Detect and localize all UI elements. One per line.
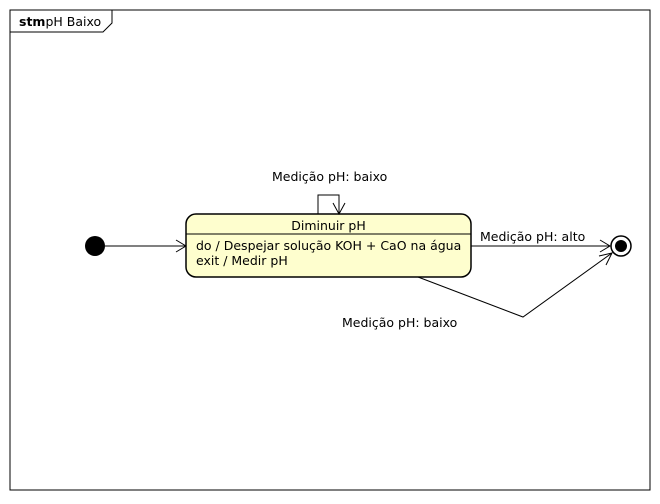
state-name: Diminuir pH [291, 218, 366, 233]
frame-tab [9, 10, 113, 33]
self-loop-transition [317, 194, 340, 214]
state-do-action: do / Despejar solução KOH + CaO na água [196, 238, 461, 253]
final-state-inner [615, 240, 627, 252]
lower-label: Medição pH: baixo [342, 315, 457, 330]
self-loop-label: Medição pH: baixo [272, 169, 387, 184]
lower-transition [417, 252, 613, 318]
to-final-arrowhead [599, 239, 611, 253]
frame-title: stmpH Baixo [19, 14, 101, 29]
initial-state [85, 236, 105, 256]
to-final-label: Medição pH: alto [480, 229, 585, 244]
lower-arrowhead [598, 252, 613, 266]
frame-keyword: stm [19, 14, 45, 29]
state-exit-action: exit / Medir pH [196, 253, 288, 268]
frame-name: pH Baixo [45, 14, 101, 29]
self-loop-arrowhead [332, 202, 346, 216]
